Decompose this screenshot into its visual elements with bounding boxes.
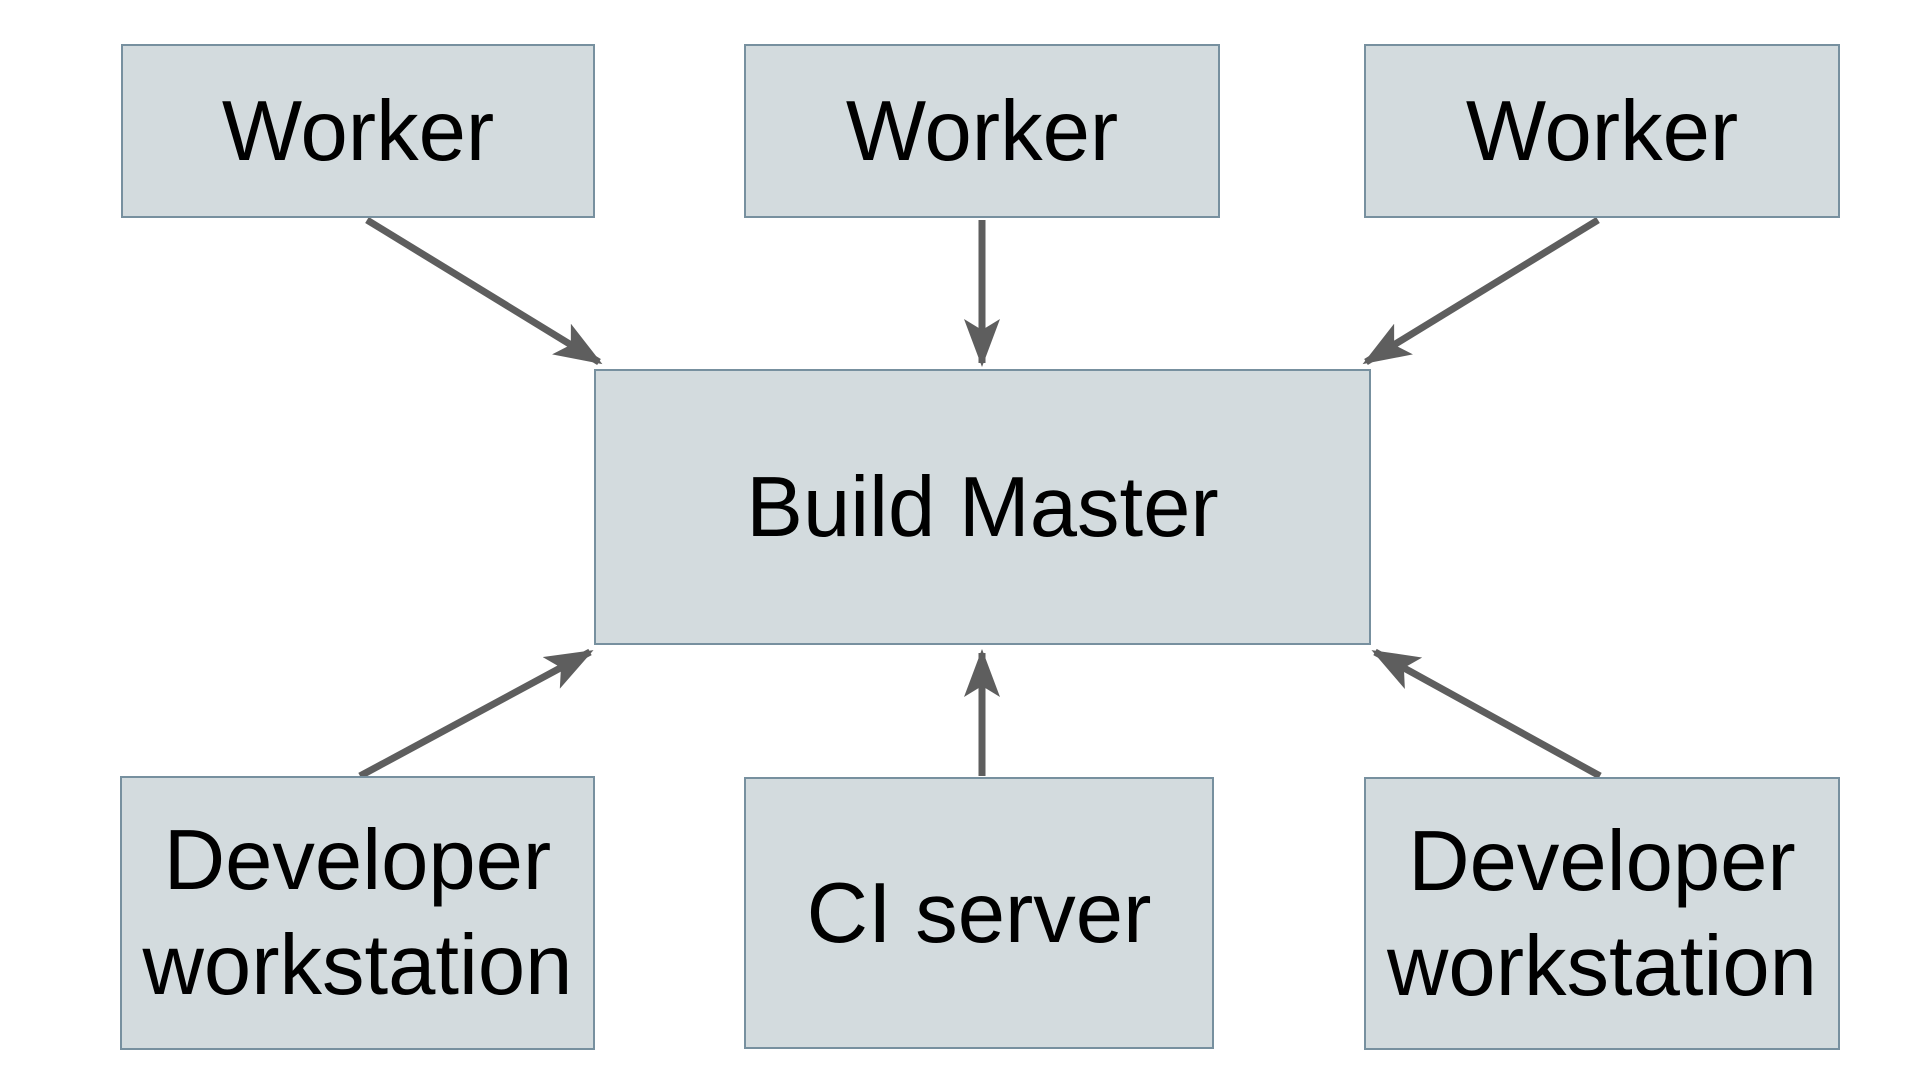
node-worker-1-label: Worker [221,83,495,179]
node-worker-2-label: Worker [845,83,1119,179]
node-build-master: Build Master [594,369,1371,645]
arrow-worker-1-to-build-master [365,217,603,365]
node-build-master-label: Build Master [746,459,1219,555]
arrow-dev-right-to-build-master [1371,648,1602,780]
node-ci-server-label: CI server [806,865,1152,961]
node-developer-workstation-left-label: Developer workstation [142,813,573,1013]
node-developer-workstation-right: Developer workstation [1364,777,1840,1050]
arrow-worker-3-to-build-master [1362,217,1600,365]
node-ci-server: CI server [744,777,1214,1049]
arrow-dev-left-to-build-master [358,648,594,780]
node-worker-3: Worker [1364,44,1840,218]
node-worker-3-label: Worker [1465,83,1739,179]
node-developer-workstation-right-label: Developer workstation [1387,813,1817,1014]
node-worker-2: Worker [744,44,1220,218]
node-worker-1: Worker [121,44,595,218]
node-developer-workstation-left: Developer workstation [120,776,595,1050]
